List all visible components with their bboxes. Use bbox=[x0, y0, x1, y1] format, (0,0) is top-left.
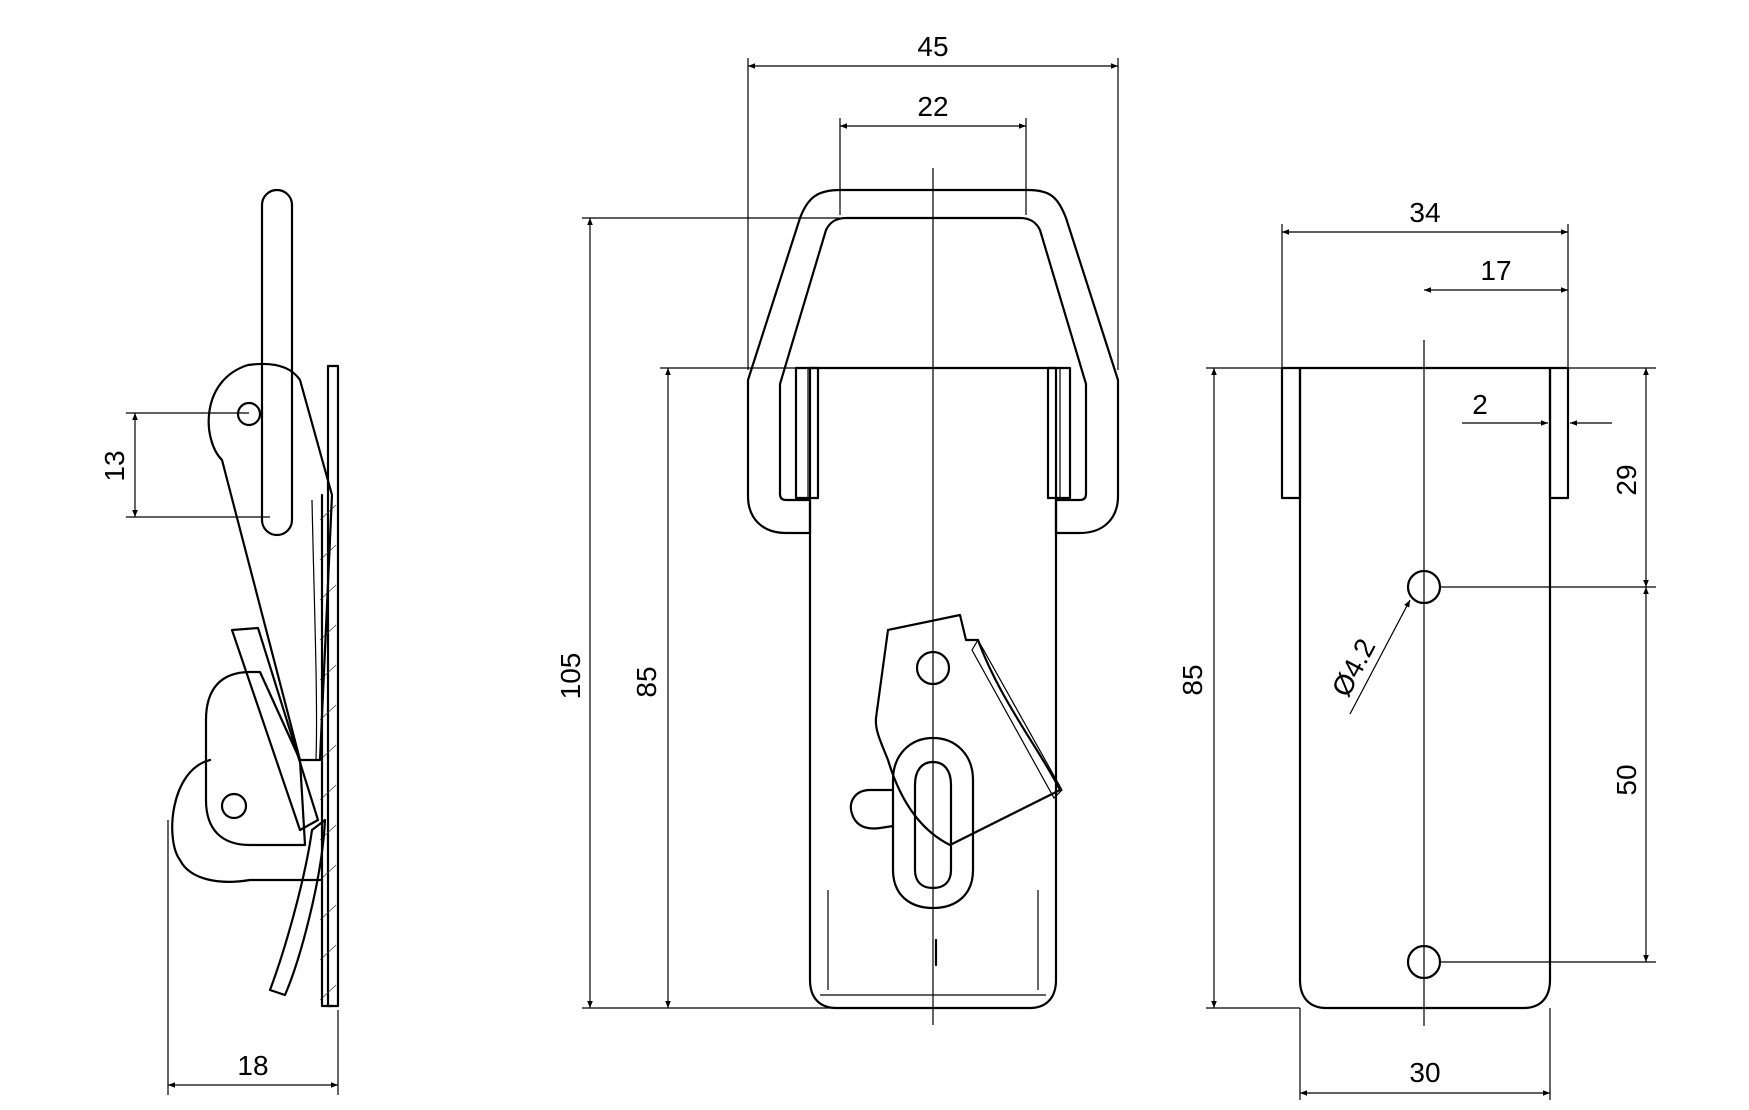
front-loop bbox=[746, 188, 1120, 535]
dim-back-hole-diameter: Ø4.2 bbox=[1326, 633, 1382, 701]
dim-back-hole-spacing: 50 bbox=[1611, 764, 1642, 795]
dim-back-height: 85 bbox=[1177, 664, 1208, 695]
front-handle-nub bbox=[849, 788, 895, 830]
back-right-tab bbox=[1548, 366, 1570, 500]
front-body bbox=[808, 366, 1058, 1010]
side-lower-pivot bbox=[220, 792, 248, 820]
dim-side-height: 13 bbox=[99, 450, 130, 481]
dim-front-total-width: 45 bbox=[917, 31, 948, 62]
dim-back-half-width: 17 bbox=[1480, 255, 1511, 286]
front-left-tab bbox=[794, 366, 820, 500]
back-body bbox=[1298, 366, 1552, 1010]
side-loop-rod bbox=[260, 188, 294, 537]
dim-front-body-height: 85 bbox=[631, 666, 662, 697]
front-slot-outer bbox=[891, 736, 975, 910]
front-view: 45 22 105 85 bbox=[555, 31, 1120, 1025]
front-right-tab bbox=[1046, 366, 1072, 500]
side-base-plate bbox=[326, 364, 340, 1008]
dim-back-thickness: 2 bbox=[1472, 389, 1488, 420]
side-upper-pivot bbox=[236, 401, 262, 427]
side-lever bbox=[207, 362, 334, 762]
dim-back-bottom-width: 30 bbox=[1409, 1057, 1440, 1088]
dim-front-total-height: 105 bbox=[555, 653, 586, 700]
dim-front-inner-width: 22 bbox=[917, 91, 948, 122]
side-spring bbox=[268, 818, 327, 997]
dim-back-width: 34 bbox=[1409, 197, 1440, 228]
dim-back-hole-offset: 29 bbox=[1611, 464, 1642, 495]
side-hook bbox=[230, 626, 320, 832]
back-left-tab bbox=[1280, 366, 1302, 500]
back-view: 34 17 2 85 29 50 30 Ø4.2 bbox=[1177, 197, 1656, 1100]
dim-side-width: 18 bbox=[237, 1050, 268, 1081]
front-cam bbox=[874, 613, 1062, 847]
front-slot-inner bbox=[913, 760, 953, 890]
side-view: 13 18 bbox=[99, 188, 340, 1095]
